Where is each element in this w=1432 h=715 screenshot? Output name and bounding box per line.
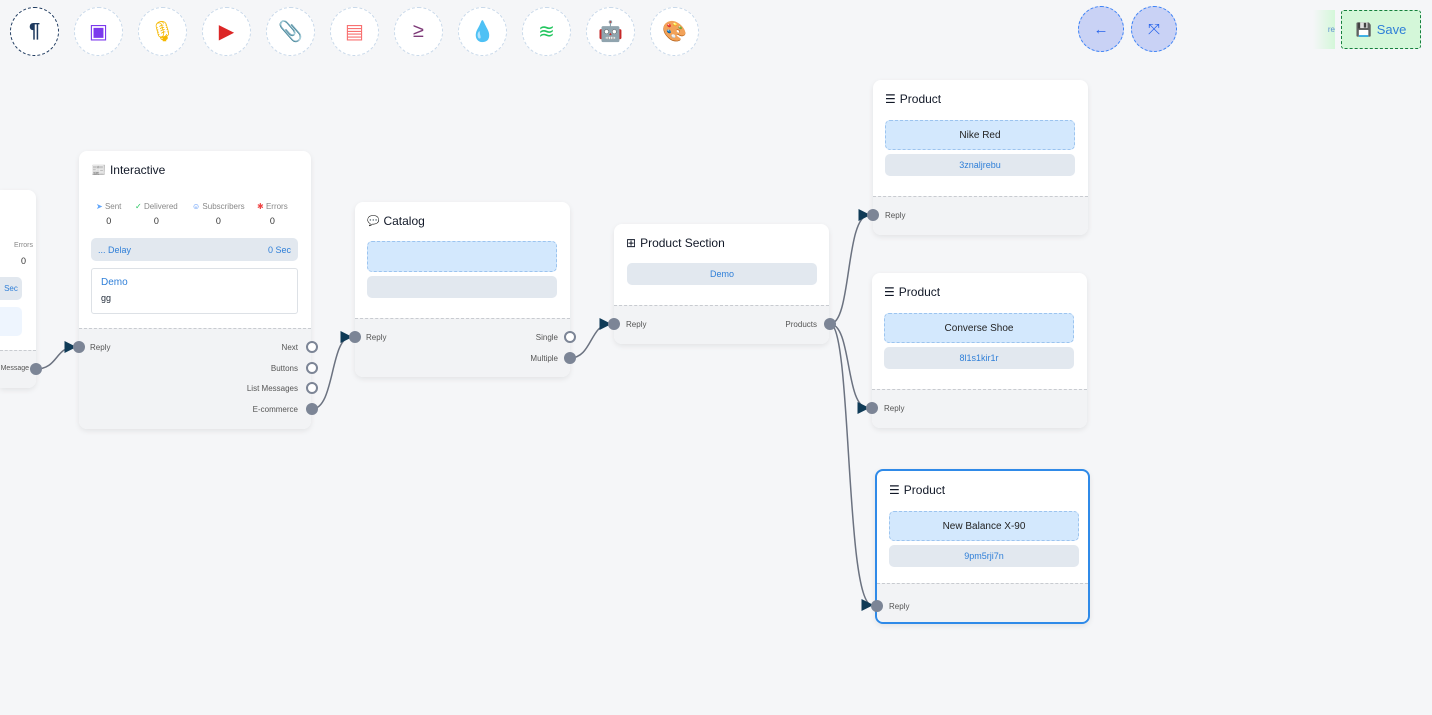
droplet-icon: 💧 — [470, 21, 495, 43]
input-handle[interactable] — [871, 600, 883, 612]
edge — [829, 323, 870, 414]
droplet-tool-button[interactable]: 💧 — [458, 7, 507, 56]
edge — [569, 318, 612, 359]
comment-icon: 💬 — [367, 215, 380, 227]
palette-tool-button[interactable]: 🎨 — [650, 7, 699, 56]
message-box[interactable] — [0, 307, 22, 336]
paperclip-icon: 📎 — [278, 21, 303, 43]
flow-node-product-section[interactable]: ⊞Product Section Demo Reply Products — [608, 224, 836, 344]
output-handle-buttons[interactable] — [306, 361, 318, 374]
bars-icon: ☰ — [885, 92, 896, 106]
product-name[interactable]: Nike Red — [885, 120, 1075, 150]
newspaper-icon: 📰 — [91, 163, 106, 177]
microphone-icon: 🎙 — [149, 21, 176, 43]
greater-equal-tool-button[interactable]: ≥ — [394, 7, 443, 56]
output-handle-multiple[interactable] — [564, 352, 576, 364]
newspaper-tool-button[interactable]: ▤ — [330, 7, 379, 56]
save-button[interactable]: 💾Save — [1341, 10, 1421, 49]
bug-icon: ✱ — [257, 202, 264, 211]
table-icon: ⊞ — [626, 236, 637, 250]
bars-icon: ☰ — [884, 285, 895, 299]
flow-node-partial[interactable]: Errors 0 Sec Message — [0, 190, 42, 388]
section-item[interactable]: Demo — [627, 263, 817, 285]
newspaper-icon: ▤ — [345, 21, 364, 43]
check-circle-icon: ✓ — [135, 202, 142, 211]
output-handle-list-messages[interactable] — [306, 382, 318, 395]
back-button[interactable]: ← — [1078, 6, 1124, 52]
catalog-id[interactable] — [367, 276, 557, 298]
edge — [829, 209, 871, 325]
collapse-button[interactable]: ⤧ — [1131, 6, 1177, 52]
microphone-tool-button[interactable]: 🎙 — [138, 7, 187, 56]
paperclip-tool-button[interactable]: 📎 — [266, 7, 315, 56]
paragraph-tool-button[interactable]: ¶ — [10, 7, 59, 56]
palette-icon: 🎨 — [662, 21, 687, 43]
floppy-icon: 💾 — [1355, 21, 1372, 37]
bars-icon: ☰ — [889, 483, 900, 497]
input-handle[interactable] — [73, 341, 85, 353]
image-tool-button[interactable]: ▣ — [74, 7, 123, 56]
product-id[interactable]: 9pm5rji7n — [889, 545, 1079, 567]
output-handle-e-commerce[interactable] — [306, 403, 318, 416]
output-handle-next[interactable] — [306, 341, 318, 353]
product-name[interactable]: New Balance X-90 — [889, 511, 1079, 541]
edge — [829, 323, 874, 611]
product-id[interactable]: 3znaljrebu — [885, 154, 1075, 176]
flow-node-catalog[interactable]: 💬Catalog Reply Single Multiple — [349, 202, 576, 377]
output-handle-single[interactable] — [564, 331, 576, 343]
product-id[interactable]: 8l1s1kir1r — [884, 347, 1074, 369]
input-handle[interactable] — [608, 318, 620, 330]
paragraph-icon: ¶ — [28, 20, 41, 42]
send-icon: ➤ — [96, 202, 103, 211]
delay-bar[interactable]: Sec — [0, 277, 22, 300]
output-handle[interactable] — [30, 363, 42, 375]
youtube-icon: ▶ — [218, 21, 235, 43]
message-box[interactable]: Demo gg — [91, 268, 298, 314]
input-handle[interactable] — [349, 331, 361, 343]
arrow-left-icon: ← — [1093, 20, 1109, 38]
stack-icon: ≋ — [538, 21, 555, 43]
input-handle[interactable] — [867, 209, 879, 221]
user-circle-icon: ☺ — [192, 202, 201, 211]
input-handle[interactable] — [866, 402, 878, 414]
catalog-item[interactable] — [367, 241, 557, 272]
youtube-tool-button[interactable]: ▶ — [202, 7, 251, 56]
stack-tool-button[interactable]: ≋ — [522, 7, 571, 56]
greater-equal-icon: ≥ — [413, 20, 424, 42]
image-icon: ▣ — [89, 21, 108, 43]
compress-icon: ⤧ — [1147, 20, 1160, 38]
edge — [35, 341, 77, 370]
product-name[interactable]: Converse Shoe — [884, 313, 1074, 343]
output-handle-products[interactable] — [824, 318, 836, 330]
partial-button[interactable]: re — [1313, 10, 1335, 49]
robot-icon: 🤖 — [598, 21, 623, 43]
robot-tool-button[interactable]: 🤖 — [586, 7, 635, 56]
